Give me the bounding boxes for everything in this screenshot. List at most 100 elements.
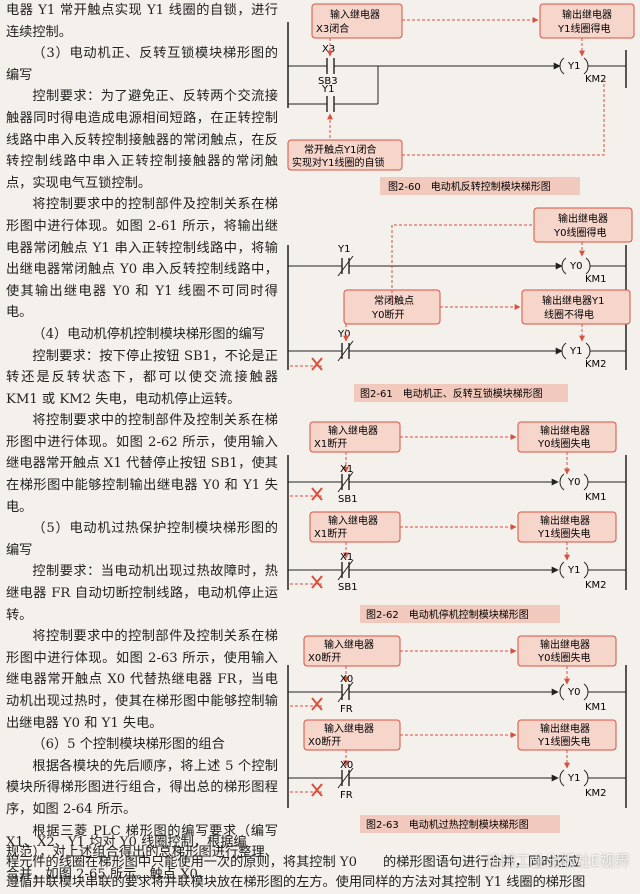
box-line: 输出继电器Y1 bbox=[542, 294, 604, 307]
x1-label: X1 bbox=[340, 552, 353, 563]
coil-y1-label: Y1 bbox=[569, 346, 582, 357]
text-fragment: 程元件的线圈在梯形图中只能使用一次的原则，将其控制 Y0 bbox=[6, 855, 357, 870]
box-line: Y1线圈失电 bbox=[537, 527, 590, 540]
blocked-x-icon bbox=[311, 357, 323, 371]
input-relay-box bbox=[311, 3, 403, 39]
coil-y0-label: Y0 bbox=[569, 261, 582, 272]
ladder-figures: X3 SB3 Y1 KM2 Y1 输入继电器 X3闭合 输出继电器 Y1线圈得电… bbox=[287, 3, 635, 833]
box-line: X0断开 bbox=[308, 735, 341, 748]
box-line: Y0断开 bbox=[371, 308, 404, 321]
coil-y0 bbox=[559, 683, 565, 701]
km1-label: KM1 bbox=[585, 702, 607, 713]
coil-y1 bbox=[561, 342, 567, 360]
km2-label: KM2 bbox=[585, 580, 607, 591]
coil-y1-label: Y1 bbox=[567, 773, 580, 784]
x0-label: X0 bbox=[340, 674, 353, 685]
text-fragment: 的梯形图语句进行合并，同时还应 bbox=[382, 855, 581, 870]
figure-caption: 图2-63 电动机过热控制模块梯形图 bbox=[366, 818, 529, 831]
blocked-x-icon bbox=[311, 487, 323, 501]
box-line: Y0线圈失电 bbox=[537, 437, 590, 450]
text-line: X1、X2、Y1 均对 Y0 线圈控制，根据编 bbox=[6, 835, 247, 850]
coil-y1 bbox=[559, 769, 565, 787]
caption-band bbox=[380, 177, 580, 195]
figure-caption: 图2-61 电动机正、反转互锁模块梯形图 bbox=[360, 387, 543, 400]
sb1-label: SB1 bbox=[338, 582, 358, 593]
text-column: 电器 Y1 常开触点实现 Y1 线圈的自锁，进行连续控制。 （3）电动机正、反转… bbox=[6, 0, 278, 885]
coil-y1-label: Y1 bbox=[567, 565, 580, 576]
box-line: 输出继电器 bbox=[558, 212, 608, 225]
section-heading: （3）电动机正、反转互锁模块梯形图的编写 bbox=[6, 46, 278, 83]
box-line: Y1线圈得电 bbox=[557, 22, 610, 35]
coil-y0 bbox=[559, 473, 565, 491]
figure-2-63: 输入继电器 X0断开 输出继电器 Y0线圈失电 X0 FR Y0 KM1 输入继… bbox=[287, 635, 627, 833]
section-heading: （4）电动机停机控制模块梯形图的编写 bbox=[32, 326, 265, 342]
watermark: 机械工业出版社E视界 bbox=[485, 852, 630, 870]
blocked-x-icon bbox=[311, 697, 323, 711]
box-line: 输出继电器 bbox=[540, 638, 590, 651]
box-line: X1断开 bbox=[314, 437, 347, 450]
box-line: X1断开 bbox=[314, 527, 347, 540]
paragraph: 电器 Y1 常开触点实现 Y1 线圈的自锁，进行连续控制。 bbox=[6, 3, 278, 40]
coil-y1 bbox=[559, 561, 565, 579]
paragraph: 将控制要求中的控制部件及控制关系在梯形图中进行体现。如图 2-62 所示，使用输… bbox=[6, 413, 278, 515]
box-line: Y0线圈失电 bbox=[537, 651, 590, 664]
output-relay-box bbox=[539, 3, 635, 39]
paragraph: 控制要求：当电动机出现过热故障时，热继电器 FR 自动切断控制线路，电动机停止运… bbox=[6, 564, 278, 623]
text-line: 遵循并联模块串联的要求将并联模块放在梯形图的左方。使用同样的方法对其控制 Y1 … bbox=[6, 875, 586, 890]
box-line: X3闭合 bbox=[316, 22, 349, 35]
box-line: Y1线圈失电 bbox=[537, 735, 590, 748]
box-line: 输出继电器 bbox=[540, 424, 590, 437]
box-line: Y0线圈得电 bbox=[553, 226, 606, 239]
section-heading: （6）5 个控制模块梯形图的组合 bbox=[32, 737, 225, 753]
section-heading: （5）电动机过热保护控制模块梯形图的编写 bbox=[6, 521, 278, 558]
fr-label: FR bbox=[340, 790, 353, 801]
km2-label: KM2 bbox=[585, 788, 607, 799]
box-line: 输出继电器 bbox=[562, 8, 612, 21]
sb1-label: SB1 bbox=[338, 494, 358, 505]
paragraph: 根据三菱 PLC 梯形图的编写要求（编写规范），对上述组合得出的总梯形图进行整理… bbox=[6, 823, 278, 882]
box-line: 输出继电器 bbox=[540, 514, 590, 527]
box-line: 常开触点Y1闭合 bbox=[304, 143, 376, 156]
x0-label: X0 bbox=[340, 760, 353, 771]
fr-label: FR bbox=[340, 704, 353, 715]
box-line: 常闭触点 bbox=[374, 294, 414, 307]
output-relay-box bbox=[533, 207, 633, 243]
paragraph: 根据各模块的先后顺序，将上述 5 个控制模块所得梯形图进行组合，得出总的梯形图程… bbox=[6, 758, 278, 817]
km1-label: KM1 bbox=[585, 492, 607, 503]
caption-band bbox=[360, 605, 560, 623]
box-line: 实现对Y1线圈的自锁 bbox=[292, 156, 384, 169]
paragraph: 将控制要求中的控制部件及控制关系在梯形图中进行体现。如图 2-63 所示，使用输… bbox=[6, 629, 278, 731]
paragraph: 控制要求：按下停止按钮 SB1，不论是正转还是反转状态下，都可以使交流接触器 K… bbox=[6, 348, 278, 407]
output-relay-box bbox=[521, 289, 631, 325]
y1-contact-label: Y1 bbox=[321, 84, 334, 95]
figure-2-61: Y1 Y0 KM1 Y0 Y1 KM2 输出继电器 Y0线圈得电 常闭触点 Y0… bbox=[287, 207, 633, 402]
text-line: 程元件的线圈在梯形图中只能使用一次的原则，将其控制 Y0 的梯形图语句进行合并，同… bbox=[6, 852, 581, 874]
figure-caption: 图2-60 电动机反转控制模块梯形图 bbox=[388, 180, 551, 193]
caption-band bbox=[360, 815, 560, 833]
blocked-x-icon bbox=[311, 575, 323, 589]
paragraph: 控制要求：为了避免正、反转两个交流接触器同时得电造成电源相间短路，在正转控制线路… bbox=[6, 89, 278, 191]
blocked-x-icon bbox=[311, 783, 323, 797]
figure-caption: 图2-62 电动机停机控制模块梯形图 bbox=[366, 608, 529, 621]
box-line: 输入继电器 bbox=[324, 638, 374, 651]
y1-contact-label: Y1 bbox=[337, 244, 350, 255]
figure-2-62: 输入继电器 X1断开 输出继电器 Y0线圈失电 X1 SB1 Y0 KM1 输入… bbox=[287, 421, 627, 623]
box-line: X0断开 bbox=[308, 651, 341, 664]
coil-y1 bbox=[559, 57, 565, 75]
x3-label: X3 bbox=[322, 44, 335, 55]
box-line: 输入继电器 bbox=[330, 8, 380, 21]
coil-y0-label: Y0 bbox=[567, 477, 580, 488]
paragraph: 将控制要求中的控制部件及控制关系在梯形图中进行体现。如图 2-61 所示，将输出… bbox=[6, 197, 278, 321]
x1-label: X1 bbox=[340, 464, 353, 475]
coil-y0 bbox=[561, 257, 567, 275]
km1-label: KM1 bbox=[585, 274, 607, 285]
coil-y0-label: Y0 bbox=[567, 687, 580, 698]
figure-2-60: X3 SB3 Y1 KM2 Y1 输入继电器 X3闭合 输出继电器 Y1线圈得电… bbox=[287, 3, 635, 195]
km2-label: KM2 bbox=[585, 359, 607, 370]
caption-band bbox=[354, 384, 568, 402]
sb3-label: SB3 bbox=[318, 76, 338, 87]
coil-label: Y1 bbox=[567, 61, 580, 72]
km-label: KM2 bbox=[585, 74, 607, 85]
box-line: 线圈不得电 bbox=[544, 308, 594, 321]
y0-contact-label: Y0 bbox=[337, 329, 350, 340]
